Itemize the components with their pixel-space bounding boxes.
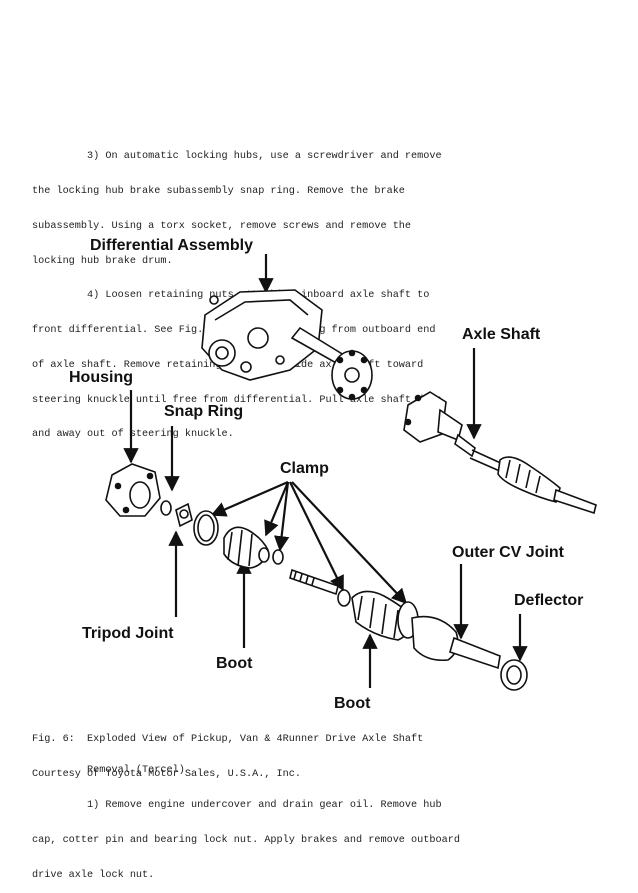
label-boot-bottom: Boot bbox=[334, 695, 371, 712]
text-line: Removal (Tercel) bbox=[32, 765, 185, 777]
caption-line: Courtesy of Toyota Motor Sales, U.S.A., … bbox=[32, 768, 301, 780]
clamp-small-2 bbox=[272, 549, 284, 565]
housing-drawing bbox=[105, 463, 161, 517]
arrow-clamp-4 bbox=[289, 481, 344, 592]
text-line: locking hub brake drum. bbox=[32, 255, 173, 267]
arrow-clamp-2 bbox=[264, 481, 290, 537]
snap-ring-part bbox=[160, 500, 172, 516]
text-line: 1) Remove engine undercover and drain ge… bbox=[32, 799, 442, 811]
arrow-clamp-5 bbox=[291, 481, 408, 605]
figure-caption: Fig. 6: Exploded View of Pickup, Van & 4… bbox=[32, 711, 423, 792]
text-line: subassembly. Using a torx socket, remove… bbox=[32, 220, 412, 232]
leader-arrows bbox=[123, 254, 528, 688]
splined-shaft bbox=[289, 568, 339, 596]
clamp-small-3 bbox=[337, 589, 351, 607]
axle-shaft-drawing bbox=[403, 391, 597, 515]
text-line: the locking hub brake subassembly snap r… bbox=[32, 185, 405, 197]
label-snap-ring: Snap Ring bbox=[164, 403, 243, 420]
paragraph-removal-tercel: Removal (Tercel) 1) Remove engine underc… bbox=[32, 742, 460, 893]
arrow-clamp-1 bbox=[210, 480, 289, 517]
label-axle-shaft: Axle Shaft bbox=[462, 326, 541, 343]
label-clamp: Clamp bbox=[280, 460, 329, 477]
text-line: drive axle lock nut. bbox=[32, 869, 155, 881]
label-differential-assembly: Differential Assembly bbox=[90, 237, 253, 254]
paragraph-steps-3-4: 3) On automatic locking hubs, use a scre… bbox=[32, 128, 442, 453]
caption-line: Fig. 6: Exploded View of Pickup, Van & 4… bbox=[32, 734, 424, 746]
outer-cv-part bbox=[411, 615, 459, 662]
differential-assembly-drawing bbox=[201, 289, 373, 401]
text-line: and away out of steering knuckle. bbox=[32, 429, 234, 441]
text-line: cap, cotter pin and bearing lock nut. Ap… bbox=[32, 834, 460, 846]
text-line: 3) On automatic locking hubs, use a scre… bbox=[32, 151, 442, 163]
label-boot-left: Boot bbox=[216, 655, 253, 672]
label-tripod-joint: Tripod Joint bbox=[82, 625, 174, 642]
label-housing: Housing bbox=[69, 369, 133, 386]
arrow-clamp-3 bbox=[273, 481, 290, 552]
label-deflector: Deflector bbox=[514, 592, 583, 609]
clamp-small-1 bbox=[258, 547, 270, 563]
exploded-view-figure: Differential Assembly Axle Shaft Housing… bbox=[69, 237, 597, 712]
label-outer-cv-joint: Outer CV Joint bbox=[452, 544, 565, 561]
inner-components-drawing bbox=[160, 500, 528, 691]
